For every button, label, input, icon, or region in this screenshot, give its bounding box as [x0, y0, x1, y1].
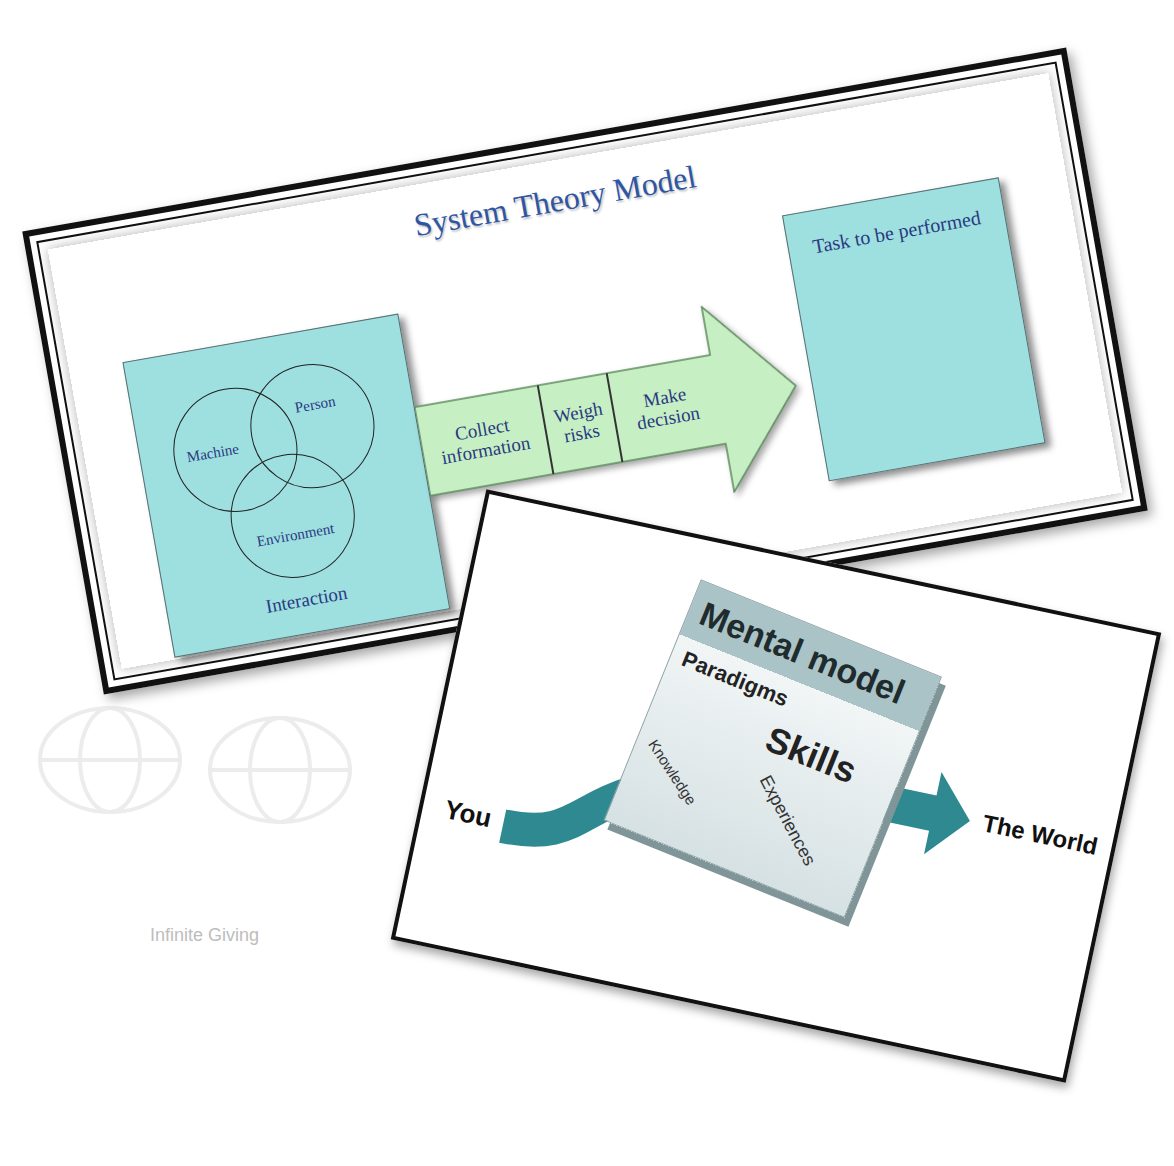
- venn-circle: Environment: [221, 444, 365, 588]
- arrow-shape: [406, 293, 812, 544]
- text-label: You: [442, 794, 495, 834]
- watermark-globe: [210, 718, 350, 822]
- text-label: Machine: [186, 440, 241, 466]
- text-label: The World: [980, 809, 1100, 861]
- text-label: Environment: [256, 520, 336, 550]
- text-holder: Make decision: [611, 356, 723, 462]
- text-label: Person: [294, 393, 337, 417]
- text-holder: Interaction: [168, 565, 446, 635]
- text-label: Experiences: [755, 772, 820, 869]
- interaction-box: Interaction Machine PersonEnvironment: [122, 314, 450, 658]
- text-holder: You: [442, 794, 495, 834]
- text-label: Infinite Giving: [150, 925, 259, 946]
- section-divider: [538, 385, 554, 474]
- section-divider: [607, 373, 623, 462]
- arrow-outline: [406, 292, 813, 545]
- image-card: Mental modelParadigmsSkillsKnowledgeExpe…: [391, 489, 1162, 1082]
- mental-model-board: Mental modelParadigmsSkillsKnowledgeExpe…: [603, 579, 941, 917]
- text-holder: Machine: [186, 440, 241, 466]
- text-holder: Infinite Giving: [150, 925, 259, 946]
- text-holder: Mental model: [694, 594, 927, 719]
- task-box: Task to be performed: [782, 177, 1046, 481]
- text-holder: Task to be performed: [801, 204, 992, 260]
- text-holder: Knowledge: [645, 736, 700, 808]
- text-holder: Experiences: [755, 772, 820, 869]
- text-label: Mental model: [694, 594, 910, 712]
- venn-circle: Machine: [164, 378, 308, 522]
- text-label: Interaction: [264, 582, 349, 618]
- venn-circle: Person: [241, 354, 385, 498]
- watermark-globe: [40, 708, 180, 812]
- process-arrow: Collect informationWeigh risksMake decis…: [406, 292, 813, 545]
- text-holder: Environment: [235, 516, 357, 554]
- text-label: Weigh risks: [544, 397, 616, 450]
- text-label: Task to be performed: [811, 206, 983, 258]
- text-holder: The World: [980, 809, 1100, 861]
- text-label: Knowledge: [645, 736, 700, 808]
- text-label: System Theory Model: [411, 158, 699, 244]
- text-holder: Person: [294, 393, 337, 417]
- text-label: Collect information: [423, 410, 545, 471]
- text-label: Make decision: [615, 379, 719, 437]
